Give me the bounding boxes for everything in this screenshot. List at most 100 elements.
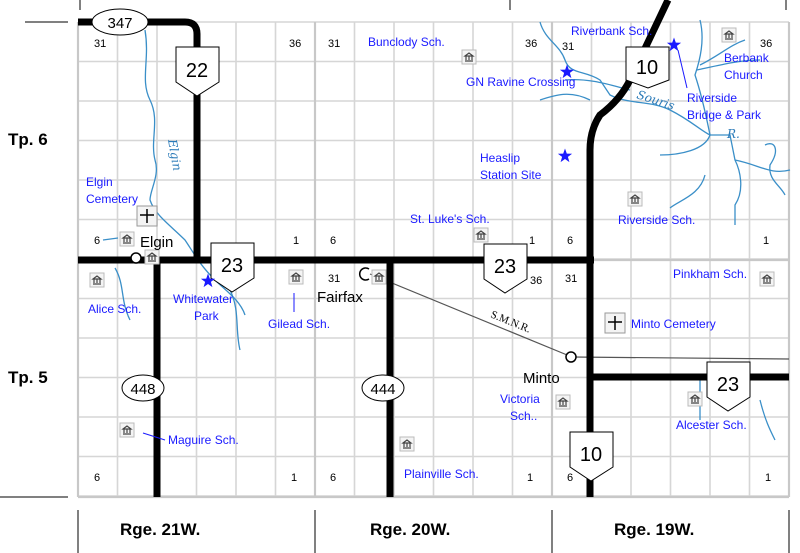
range-label-21w: Rge. 21W.: [120, 520, 200, 539]
highway-444-oval: 444: [361, 374, 405, 402]
river-label-elgin: Elgin: [165, 137, 184, 172]
svg-text:Riverside Sch.: Riverside Sch.: [618, 213, 695, 227]
svg-text:6: 6: [567, 235, 573, 247]
svg-text:36: 36: [530, 275, 542, 287]
town-elgin: Elgin: [140, 234, 173, 251]
school-icon: [473, 227, 489, 243]
svg-text:36: 36: [289, 38, 301, 50]
school-icon: [687, 391, 703, 407]
svg-text:Elgin: Elgin: [86, 175, 113, 189]
svg-text:6: 6: [94, 472, 100, 484]
svg-text:Church: Church: [724, 68, 763, 82]
svg-text:1: 1: [293, 235, 299, 247]
school-icon: [119, 422, 135, 438]
cemetery-icon: [136, 205, 158, 227]
svg-text:Pinkham Sch.: Pinkham Sch.: [673, 267, 747, 281]
svg-text:31: 31: [328, 38, 340, 50]
svg-text:36: 36: [760, 38, 772, 50]
svg-text:Plainville Sch.: Plainville Sch.: [404, 467, 479, 481]
highway-23-shield-west: 23: [210, 242, 255, 293]
svg-text:448: 448: [130, 381, 155, 398]
township-label-5: Tp. 5: [8, 368, 48, 387]
svg-text:444: 444: [370, 381, 395, 398]
svg-text:6: 6: [330, 235, 336, 247]
star-icon: [559, 64, 575, 79]
highway-347-oval: 347: [91, 8, 149, 36]
school-icon: [627, 191, 643, 207]
svg-text:Whitewater: Whitewater: [173, 292, 233, 306]
section-numbers: 31 36 31 36 31 36 6 1 6 1 6 1 31 36 31 6…: [94, 38, 772, 484]
place-labels: Bunclody Sch. Riverbank Sch. Berbank Chu…: [86, 24, 770, 481]
svg-text:31: 31: [565, 273, 577, 285]
svg-text:Riverbank Sch.: Riverbank Sch.: [571, 24, 652, 38]
svg-text:31: 31: [94, 38, 106, 50]
svg-text:23: 23: [717, 374, 739, 396]
range-label-20w: Rge. 20W.: [370, 520, 450, 539]
svg-text:6: 6: [330, 472, 336, 484]
svg-text:Bridge & Park: Bridge & Park: [687, 108, 762, 122]
town-markers: [130, 252, 577, 363]
star-icon: [666, 37, 682, 52]
svg-text:1: 1: [763, 235, 769, 247]
school-icon: [144, 249, 160, 265]
highway-23-shield-east: 23: [706, 361, 751, 412]
svg-text:Cemetery: Cemetery: [86, 192, 138, 206]
railway-smnr: [369, 273, 790, 360]
svg-text:1: 1: [527, 472, 533, 484]
school-icons: [89, 27, 775, 452]
svg-text:Bunclody Sch.: Bunclody Sch.: [368, 35, 445, 49]
school-icon: [89, 272, 105, 288]
svg-text:Alcester Sch.: Alcester Sch.: [676, 418, 747, 432]
svg-text:22: 22: [186, 60, 208, 82]
star-icon: [557, 148, 573, 163]
svg-text:Park: Park: [194, 309, 220, 323]
svg-text:Riverside: Riverside: [687, 91, 737, 105]
svg-text:10: 10: [636, 57, 658, 79]
school-icon: [759, 271, 775, 287]
range-label-19w: Rge. 19W.: [614, 520, 694, 539]
cemetery-icon: [604, 312, 626, 334]
star-icon: [200, 273, 216, 288]
svg-text:10: 10: [580, 444, 602, 466]
school-icon: [288, 269, 304, 285]
school-icon: [371, 269, 387, 285]
svg-text:23: 23: [221, 255, 243, 277]
town-minto: Minto: [523, 370, 560, 387]
svg-text:36: 36: [525, 38, 537, 50]
school-icon: [399, 436, 415, 452]
historic-site-star-icons: [200, 37, 682, 288]
highway-10-shield-south: 10: [569, 431, 614, 482]
highway-448-oval: 448: [121, 374, 165, 402]
svg-text:Alice Sch.: Alice Sch.: [88, 302, 141, 316]
svg-text:31: 31: [562, 41, 574, 53]
svg-text:1: 1: [529, 235, 535, 247]
highway-10-shield-north: 10: [625, 46, 670, 89]
svg-text:6: 6: [94, 235, 100, 247]
svg-text:St. Luke's Sch.: St. Luke's Sch.: [410, 212, 490, 226]
township-label-6: Tp. 6: [8, 130, 48, 149]
svg-text:1: 1: [291, 472, 297, 484]
svg-text:Victoria: Victoria: [500, 392, 540, 406]
highway-22-shield: 22: [175, 46, 220, 97]
river-label-r: R.: [726, 127, 740, 141]
svg-text:GN Ravine Crossing: GN Ravine Crossing: [466, 75, 575, 89]
town-fairfax: Fairfax: [317, 289, 363, 306]
svg-text:Gilead Sch.: Gilead Sch.: [268, 317, 330, 331]
svg-text:31: 31: [328, 273, 340, 285]
svg-text:Sch..: Sch..: [510, 409, 537, 423]
school-icon: [461, 49, 477, 65]
highway-23-shield-center: 23: [483, 243, 528, 294]
svg-text:Station Site: Station Site: [480, 168, 542, 182]
svg-text:Maguire Sch.: Maguire Sch.: [168, 433, 239, 447]
svg-text:6: 6: [567, 472, 573, 484]
svg-text:Minto Cemetery: Minto Cemetery: [631, 317, 716, 331]
svg-text:23: 23: [494, 256, 516, 278]
svg-text:347: 347: [107, 15, 132, 32]
school-icon: [721, 27, 737, 43]
svg-text:Berbank: Berbank: [724, 51, 770, 65]
school-icon: [119, 231, 135, 247]
svg-text:Heaslip: Heaslip: [480, 151, 520, 165]
svg-text:1: 1: [765, 472, 771, 484]
